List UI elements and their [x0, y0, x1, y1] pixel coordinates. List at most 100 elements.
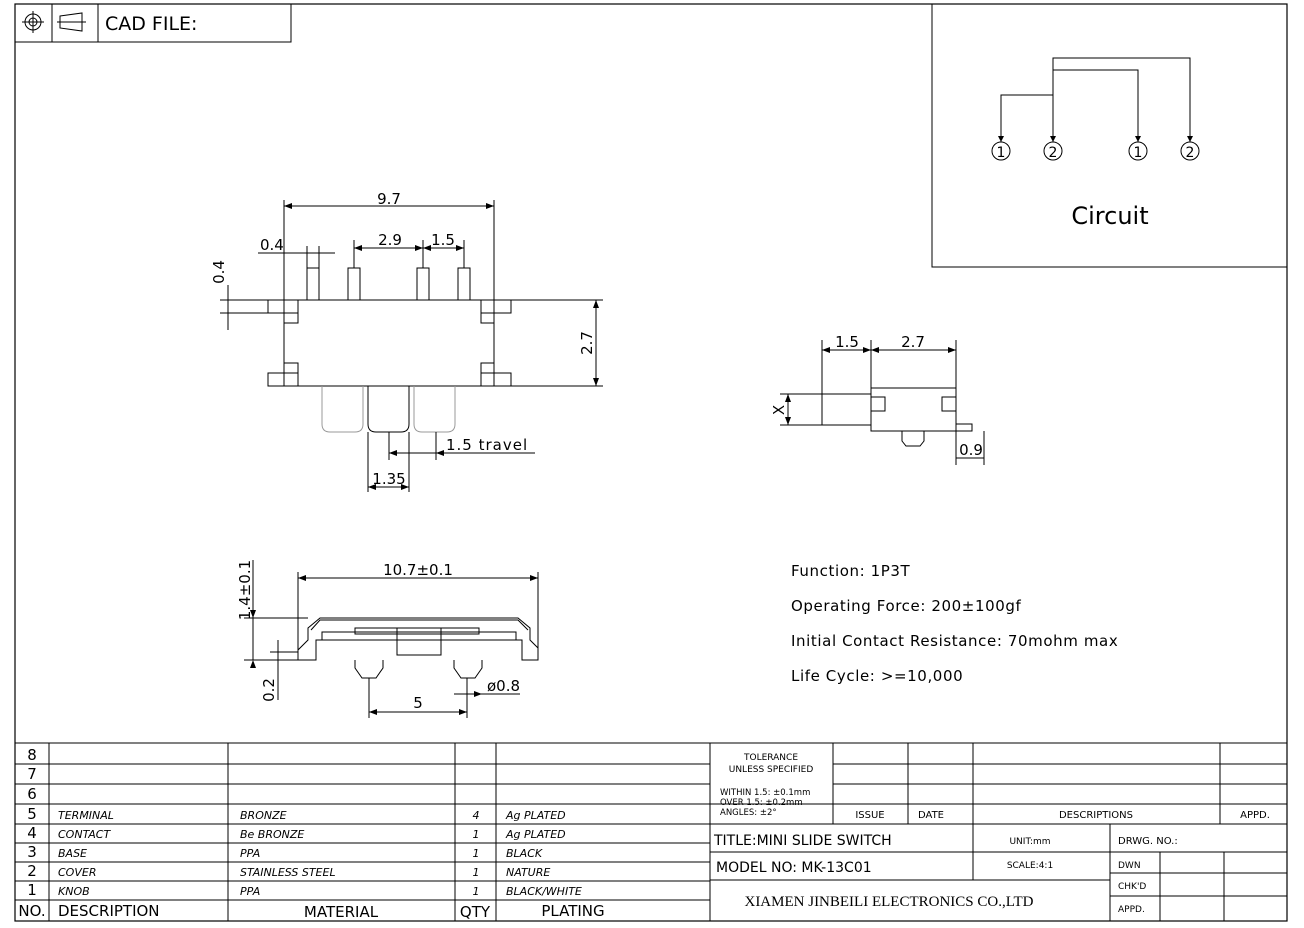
drawing-title: TITLE:MINI SLIDE SWITCH	[713, 833, 892, 849]
dim-width: 9.7	[377, 190, 401, 208]
bom-row-plating: Ag PLATED	[505, 809, 566, 822]
bom-row-description: TERMINAL	[58, 809, 114, 822]
tolerance-over: OVER 1.5: ±0.2mm	[720, 798, 803, 808]
dim-height: 1.4±0.1	[236, 560, 254, 620]
bom-header: NO. DESCRIPTION MATERIAL QTY PLATING	[18, 902, 604, 921]
title-block-text: TOLERANCE UNLESS SPECIFIED WITHIN 1.5: ±…	[713, 753, 1270, 915]
projection-icon	[57, 12, 86, 32]
bom-row-number: 8	[27, 746, 37, 764]
bom-row-qty: 4	[473, 809, 480, 822]
dim-base: 0.2	[260, 678, 278, 702]
tolerance-angles: ANGLES: ±2°	[720, 808, 777, 818]
bom-row-description: COVER	[58, 866, 96, 879]
front-view-arrows	[250, 575, 538, 715]
bom-row-qty: 1	[473, 885, 480, 898]
tolerance-title: TOLERANCE	[743, 753, 798, 763]
drawn-by-label: DWN	[1118, 861, 1141, 871]
bom-table	[15, 742, 1287, 921]
approved-by-label: APPD.	[1118, 905, 1145, 915]
scale-label: SCALE:4:1	[1007, 861, 1053, 871]
bom-header-desc: DESCRIPTION	[58, 902, 160, 920]
pin-2-a	[1043, 141, 1063, 161]
bom-row-number: 1	[27, 881, 37, 899]
dim-body: 2.7	[901, 333, 925, 351]
date-label: DATE	[918, 810, 944, 821]
circuit-caption: Circuit	[1071, 202, 1148, 230]
pin-2-b	[1180, 141, 1200, 161]
bom-row-number: 4	[27, 824, 37, 842]
pin-1-a	[991, 141, 1011, 161]
dim-body-height: 2.7	[578, 331, 596, 355]
circuit-diagram: 1 2 1 2 Circuit	[931, 3, 1288, 268]
bom-header-qty: QTY	[460, 903, 491, 921]
drawing-number-label: DRWG. NO.:	[1118, 836, 1178, 847]
top-view	[220, 200, 603, 492]
spec-contact-resistance: Initial Contact Resistance: 70mohm max	[791, 632, 1118, 650]
bom-row-plating: BLACK	[506, 847, 543, 860]
bom-row-plating: Ag PLATED	[505, 828, 566, 841]
tolerance-subtitle: UNLESS SPECIFIED	[729, 765, 814, 775]
bom-row-material: PPA	[240, 847, 260, 860]
spec-function: Function: 1P3T	[791, 562, 911, 580]
cad-header: CAD FILE:	[14, 3, 292, 43]
bom-row-qty: 1	[473, 847, 480, 860]
bom-row-description: BASE	[58, 847, 87, 860]
dim-knob-len: 1.5	[835, 333, 859, 351]
cad-file-label: CAD FILE:	[105, 13, 197, 35]
dim-pin-spacing: 2.9	[378, 231, 402, 249]
dim-x: X	[770, 405, 788, 415]
spec-operating-force: Operating Force: 200±100gf	[791, 597, 1022, 615]
dim-pin-height: 0.4	[210, 260, 228, 284]
bom-row-description: CONTACT	[58, 828, 111, 841]
bom-row-number: 6	[27, 785, 37, 803]
unit-label: UNIT:mm	[1009, 837, 1050, 847]
bom-row-description: KNOB	[58, 885, 90, 898]
bom-row-material: PPA	[240, 885, 260, 898]
target-icon	[22, 11, 44, 33]
bom-row-qty: 1	[473, 828, 480, 841]
issue-label: ISSUE	[855, 810, 884, 821]
bom-row-material: BRONZE	[240, 809, 287, 822]
sheet-border	[14, 3, 1288, 922]
tolerance-within: WITHIN 1.5: ±0.1mm	[720, 788, 810, 798]
bom-row-material: Be BRONZE	[240, 828, 304, 841]
spec-life-cycle: Life Cycle: >=10,000	[791, 667, 963, 685]
side-view	[780, 340, 985, 465]
side-view-arrows	[785, 347, 956, 425]
dim-pin-width: 0.4	[260, 236, 284, 254]
dim-post-pitch: 5	[413, 694, 423, 712]
title-block	[710, 743, 1287, 921]
bom-header-no: NO.	[18, 902, 45, 920]
dim-length: 10.7±0.1	[383, 561, 453, 579]
pin-label: 2	[1186, 145, 1195, 161]
top-view-arrows	[284, 203, 599, 490]
checked-by-label: CHK'D	[1118, 882, 1146, 892]
bom-row-number: 2	[27, 862, 37, 880]
spec-list: Function: 1P3T Operating Force: 200±100g…	[791, 562, 1118, 685]
bom-row-number: 5	[27, 805, 37, 823]
model-number: MODEL NO: MK-13C01	[716, 860, 872, 876]
dim-travel: 1.5 travel	[446, 436, 528, 454]
pin-label: 1	[1134, 145, 1143, 161]
descriptions-label: DESCRIPTIONS	[1059, 810, 1133, 821]
bom-row-plating: NATURE	[506, 866, 550, 879]
front-view	[244, 560, 539, 718]
bom-row-number: 3	[27, 843, 37, 861]
dim-knob: 1.35	[372, 470, 405, 488]
dim-post-dia: ø0.8	[487, 677, 520, 695]
bom-row-qty: 1	[473, 866, 480, 879]
bom-header-material: MATERIAL	[304, 903, 379, 921]
pin-label: 1	[997, 145, 1006, 161]
bom-row-material: STAINLESS STEEL	[240, 866, 336, 879]
pin-label: 2	[1049, 145, 1058, 161]
company-name: XIAMEN JINBEILI ELECTRONICS CO.,LTD	[744, 894, 1033, 910]
bom-row-plating: BLACK/WHITE	[506, 885, 582, 898]
bom-header-plating: PLATING	[541, 902, 604, 920]
dim-tab: 0.9	[959, 441, 983, 459]
bom-row-number: 7	[27, 765, 37, 783]
appd-label: APPD.	[1240, 810, 1270, 821]
dim-pitch: 1.5	[431, 231, 455, 249]
pin-1-b	[1128, 141, 1148, 161]
